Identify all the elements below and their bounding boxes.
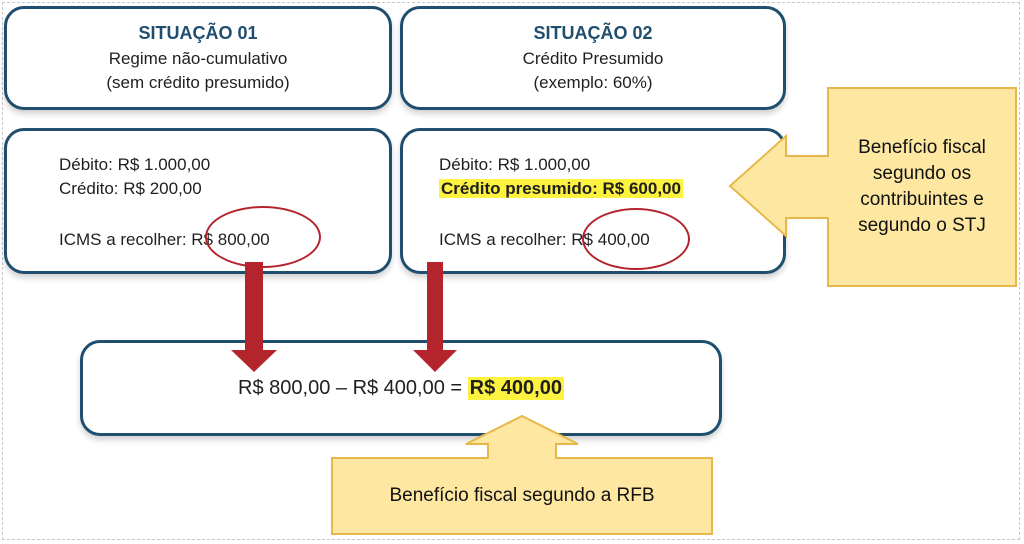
situation1-line1: Regime não-cumulativo (108, 49, 288, 68)
situation2-value-circle (582, 208, 690, 270)
situation2-title: SITUAÇÃO 02 (533, 23, 653, 43)
situation1-title: SITUAÇÃO 01 (138, 23, 258, 43)
situation2-debit: Débito: R$ 1.000,00 (439, 155, 591, 174)
result-expression: R$ 800,00 – R$ 400,00 = (238, 376, 463, 399)
situation2-line1: Crédito Presumido (522, 49, 664, 68)
situation1-line2: (sem crédito presumido) (106, 73, 290, 92)
situation2-header: SITUAÇÃO 02 Crédito Presumido (exemplo: … (400, 6, 786, 110)
arrow-down-right (413, 262, 457, 372)
situation2-icms-label: ICMS a recolher: (439, 230, 567, 249)
situation1-credit: Crédito: R$ 200,00 (59, 179, 202, 198)
callout-stj-line2: segundo os (872, 163, 972, 184)
callout-stj-text: Benefício fiscal segundo os contribuinte… (828, 92, 1016, 282)
situation1-header: SITUAÇÃO 01 Regime não-cumulativo (sem c… (4, 6, 392, 110)
callout-rfb-text: Benefício fiscal segundo a RFB (389, 485, 655, 506)
situation1-icms-label: ICMS a recolher: (59, 230, 187, 249)
situation2-credit: Crédito presumido: R$ 600,00 (439, 179, 683, 199)
callout-stj-line3: contribuintes e (860, 189, 984, 210)
result-box: R$ 800,00 – R$ 400,00 = R$ 400,00 (80, 340, 722, 436)
result-value: R$ 400,00 (467, 376, 564, 400)
callout-stj-shape (728, 87, 1017, 287)
situation2-credit-highlight: Crédito presumido: R$ 600,00 (439, 179, 683, 198)
callout-rfb-shape (331, 414, 713, 535)
situation1-calc: Débito: R$ 1.000,00 Crédito: R$ 200,00 I… (4, 128, 392, 274)
arrow-down-left (231, 262, 277, 372)
situation2-line2: (exemplo: 60%) (533, 73, 653, 92)
callout-stj-line4: segundo o STJ (858, 215, 986, 236)
situation1-debit: Débito: R$ 1.000,00 (59, 155, 211, 174)
callout-stj-line1: Benefício fiscal (858, 137, 986, 158)
